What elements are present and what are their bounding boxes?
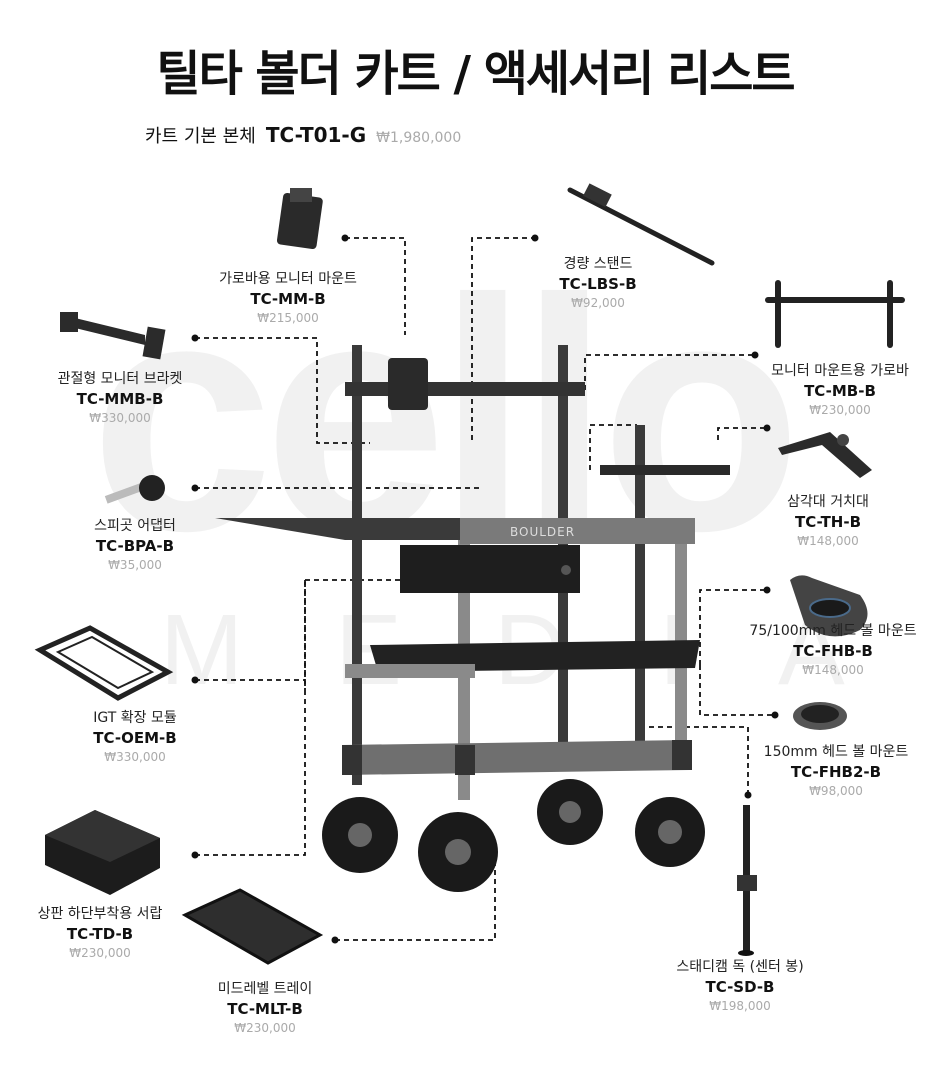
item-name: 스피곳 어댑터	[94, 518, 176, 534]
tray-image	[181, 888, 324, 965]
item-price: ₩215,000	[257, 311, 319, 325]
item-code: TC-OEM-B	[93, 728, 177, 747]
leader-dots	[191, 234, 779, 944]
item-code: TC-BPA-B	[95, 536, 175, 555]
item-code: TC-SD-B	[705, 977, 775, 996]
item-name: 미드레벨 트레이	[217, 981, 313, 997]
item-code: TC-TD-B	[66, 924, 134, 943]
item-price: ₩98,000	[809, 784, 863, 798]
item-name: 상판 하단부착용 서랍	[37, 906, 163, 922]
item-name: 관절형 모니터 브라켓	[57, 371, 183, 387]
item-price: ₩148,000	[802, 663, 864, 677]
item-head-ball-mount: 75/100mm 헤드 볼 마운트 TC-FHB-B ₩148,000	[749, 622, 916, 681]
item-light-stand: 경량 스탠드 TC-LBS-B ₩92,000	[559, 255, 636, 314]
crossbar-image	[765, 280, 905, 348]
cart-body: BOULDER	[215, 345, 730, 800]
item-tripod-holder: 삼각대 거치대 TC-TH-B ₩148,000	[787, 493, 869, 552]
item-code: TC-TH-B	[794, 512, 862, 531]
item-price: ₩230,000	[69, 946, 131, 960]
item-steadicam-dock: 스태디캠 독 (센터 봉) TC-SD-B ₩198,000	[676, 958, 803, 1017]
item-price: ₩330,000	[89, 411, 151, 425]
item-name: 경량 스탠드	[563, 256, 633, 272]
tripod-holder-image	[778, 432, 872, 478]
base-price: ₩1,980,000	[376, 130, 462, 146]
item-igt-module: IGT 확장 모듈 TC-OEM-B ₩330,000	[93, 709, 176, 768]
item-name: 150mm 헤드 볼 마운트	[763, 744, 909, 760]
steadicam-dock-image	[737, 805, 757, 956]
cart-brand: BOULDER	[510, 525, 575, 539]
monitor-mount-image	[276, 188, 323, 250]
item-price: ₩35,000	[108, 558, 162, 572]
item-monitor-crossbar: 모니터 마운트용 가로바 TC-MB-B ₩230,000	[771, 362, 909, 421]
light-stand-image	[567, 183, 715, 266]
item-name: 75/100mm 헤드 볼 마운트	[749, 623, 917, 639]
item-price: ₩330,000	[104, 750, 166, 764]
item-code: TC-MLT-B	[227, 999, 303, 1018]
item-spigot-adapter: 스피곳 어댑터 TC-BPA-B ₩35,000	[94, 517, 176, 576]
head-ball-mount-image	[790, 575, 868, 637]
item-code: TC-FHB-B	[793, 641, 873, 660]
drawer-image	[45, 810, 160, 895]
base-product: 카트 기본 본체 TC-T01-G ₩1,980,000	[145, 122, 461, 148]
page-title: 틸타 볼더 카트 / 액세서리 리스트	[156, 46, 795, 102]
item-head-ball-150: 150mm 헤드 볼 마운트 TC-FHB2-B ₩98,000	[764, 743, 909, 802]
item-code: TC-MB-B	[804, 381, 876, 400]
item-code: TC-MMB-B	[76, 389, 164, 408]
item-name: 가로바용 모니터 마운트	[219, 271, 357, 287]
item-articulating-bracket: 관절형 모니터 브라켓 TC-MMB-B ₩330,000	[58, 370, 183, 429]
item-code: TC-MM-B	[250, 289, 326, 308]
item-name: 모니터 마운트용 가로바	[771, 363, 909, 379]
item-price: ₩148,000	[797, 534, 859, 548]
item-price: ₩230,000	[809, 403, 871, 417]
igt-module-image	[34, 625, 174, 701]
item-midlevel-tray: 미드레벨 트레이 TC-MLT-B ₩230,000	[218, 980, 313, 1039]
item-monitor-mount: 가로바용 모니터 마운트 TC-MM-B ₩215,000	[219, 270, 357, 329]
base-name: 카트 기본 본체	[145, 126, 256, 147]
item-drawer: 상판 하단부착용 서랍 TC-TD-B ₩230,000	[38, 905, 163, 964]
item-name: 삼각대 거치대	[787, 494, 869, 510]
head-ball-150-image	[793, 702, 847, 730]
leader-lines	[195, 237, 775, 941]
item-code: TC-LBS-B	[559, 274, 637, 293]
base-code: TC-T01-G	[265, 123, 367, 147]
item-price: ₩230,000	[234, 1021, 296, 1035]
articulating-bracket-image	[60, 312, 166, 360]
spigot-adapter-image	[104, 475, 165, 504]
item-price: ₩198,000	[709, 999, 771, 1013]
cart-wheels	[322, 779, 705, 892]
item-code: TC-FHB2-B	[790, 762, 882, 781]
item-name: 스태디캠 독 (센터 봉)	[676, 959, 804, 975]
item-name: IGT 확장 모듈	[93, 710, 177, 726]
item-price: ₩92,000	[571, 296, 625, 310]
